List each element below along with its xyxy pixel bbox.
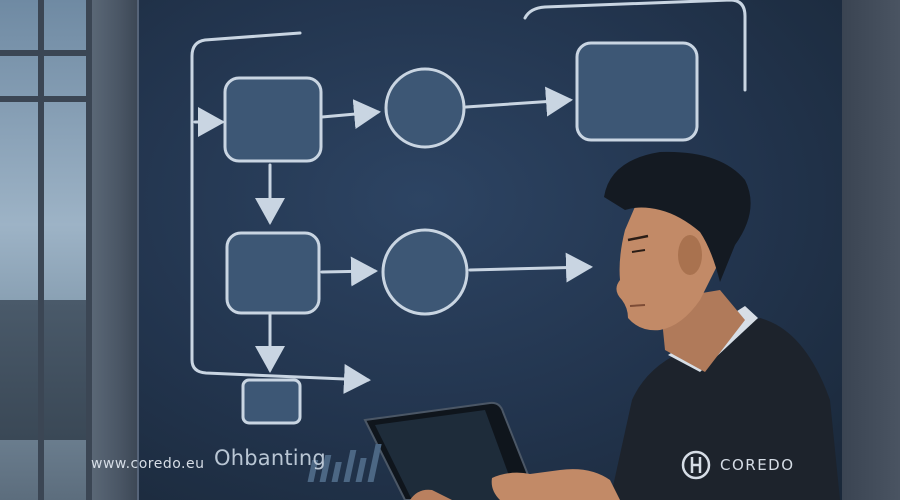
process-box xyxy=(225,231,321,315)
flowchart-nodes xyxy=(223,41,699,425)
watermark-url: www.coredo.eu xyxy=(91,456,205,472)
output-box xyxy=(575,41,699,142)
window-frame xyxy=(86,0,92,500)
right-wall xyxy=(842,0,900,500)
tablet-chart xyxy=(307,444,382,482)
process-box xyxy=(223,76,323,163)
window-frame xyxy=(38,0,44,500)
businessman xyxy=(604,151,840,500)
office-window xyxy=(0,0,92,500)
window-frame xyxy=(0,96,92,102)
city-building xyxy=(0,300,92,440)
wall-pillar xyxy=(92,0,137,500)
end-box xyxy=(241,378,302,425)
coredo-logo-icon xyxy=(681,450,711,480)
decision-node xyxy=(381,228,469,316)
flowchart-connectors xyxy=(190,0,747,394)
diagram-caption: Ohbanting xyxy=(214,446,326,470)
window-frame xyxy=(0,50,92,56)
brand-name: COREDO xyxy=(720,456,795,474)
watermark-brand: COREDO xyxy=(680,449,795,481)
decision-node xyxy=(384,67,466,149)
tablet-device xyxy=(307,401,620,500)
